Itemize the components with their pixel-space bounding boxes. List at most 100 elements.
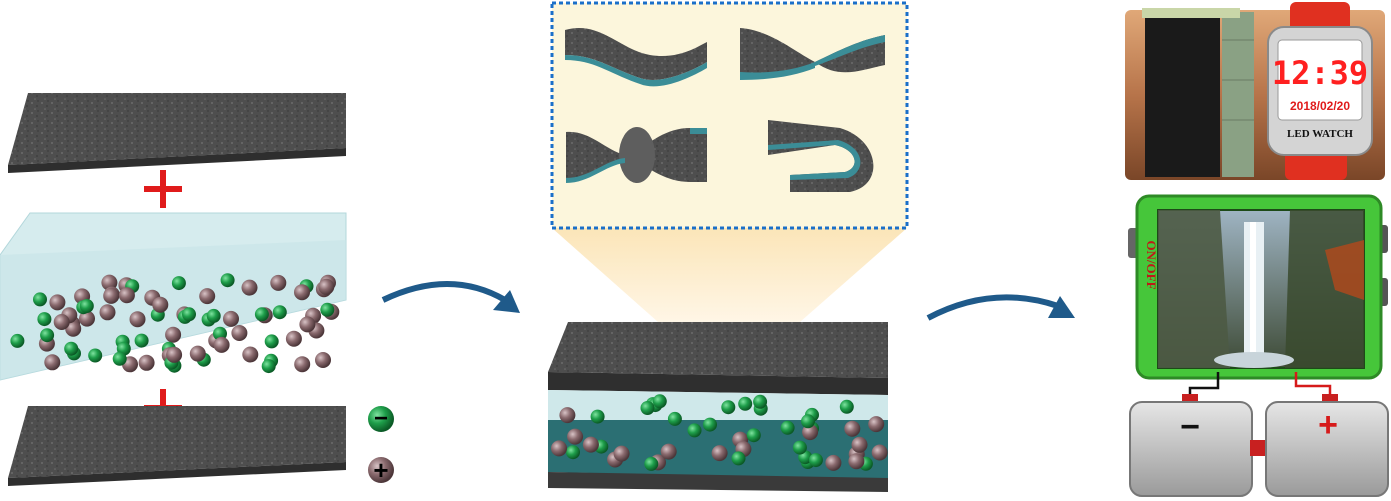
process-arrow-2 <box>926 294 1075 321</box>
anion-sphere <box>10 333 25 348</box>
cation-sphere <box>49 294 66 311</box>
folded-ribbon <box>768 120 874 192</box>
cation-sphere <box>844 420 861 437</box>
anion-sphere <box>206 308 221 323</box>
anion-sphere <box>652 394 667 409</box>
electrolyte-block <box>0 212 347 381</box>
battery-positive-symbol: + <box>1318 406 1338 444</box>
cation-sphere <box>299 316 316 333</box>
anion-sphere <box>264 334 279 349</box>
anion-sphere <box>37 312 52 327</box>
power-label: ON/OFF <box>1144 240 1159 289</box>
top-electrode <box>8 93 346 173</box>
center-bottom-electrode <box>548 472 888 492</box>
anion-sphere <box>731 451 746 466</box>
watch-strap-plaid <box>1222 12 1254 177</box>
watch-time: 12:39 <box>1272 54 1368 92</box>
cation-sphere <box>213 336 230 353</box>
anion-sphere <box>640 401 655 415</box>
battery-positive: + <box>1265 401 1389 497</box>
anion-sphere <box>721 400 736 415</box>
cation-sphere <box>315 352 331 368</box>
cation-symbol: + <box>373 455 388 485</box>
anion-legend: − <box>368 405 394 432</box>
ion-cluster-left <box>10 273 340 374</box>
anion-sphere <box>64 341 79 356</box>
anion-sphere <box>746 428 761 443</box>
cation-legend: + <box>368 455 394 485</box>
battery-wires <box>1182 372 1338 404</box>
anion-sphere <box>40 328 55 343</box>
watch-strap-dark <box>1145 12 1220 177</box>
ion-cluster-center <box>551 394 888 471</box>
cation-sphere <box>118 287 135 304</box>
cation-sphere <box>166 346 183 363</box>
cation-sphere <box>660 443 677 460</box>
anion-sphere <box>644 456 659 471</box>
cation-sphere <box>199 288 216 305</box>
cation-sphere <box>851 436 868 453</box>
cation-sphere <box>138 354 155 371</box>
cation-sphere <box>848 453 865 470</box>
display-device: ON/OFF <box>1128 194 1388 380</box>
anion-sphere <box>33 292 47 307</box>
zoom-beam <box>552 228 907 322</box>
cation-sphere <box>825 454 842 471</box>
plus-sign-upper <box>144 170 182 208</box>
cation-sphere <box>189 345 206 362</box>
cation-sphere <box>711 445 728 462</box>
cation-sphere <box>152 296 169 313</box>
cation-sphere <box>270 274 287 291</box>
cation-sphere <box>613 445 630 462</box>
anion-sphere <box>220 273 235 288</box>
battery-negative: − <box>1129 401 1253 497</box>
anion-sphere <box>780 420 795 435</box>
anion-sphere <box>667 411 682 426</box>
anion-sphere <box>171 276 186 291</box>
anion-symbol: − <box>374 405 388 432</box>
anion-legend-sphere <box>368 406 394 432</box>
bent-ribbon-1 <box>565 27 707 87</box>
anion-sphere <box>182 307 196 322</box>
cation-sphere <box>129 311 146 328</box>
cation-sphere <box>101 274 118 291</box>
cation-sphere <box>165 326 182 343</box>
cation-sphere <box>567 428 584 445</box>
cation-sphere <box>871 444 888 461</box>
bottom-electrode <box>8 406 346 486</box>
watch-date: 2018/02/20 <box>1290 99 1350 113</box>
anion-sphere <box>801 414 815 429</box>
led-watch: 12:39 2018/02/20 LED WATCH <box>1125 2 1385 180</box>
cation-sphere <box>44 354 61 371</box>
cation-sphere <box>294 284 310 301</box>
anion-sphere <box>808 453 823 468</box>
cation-sphere <box>802 424 819 441</box>
anion-sphere <box>738 396 753 411</box>
anion-sphere <box>703 417 717 432</box>
cation-sphere <box>103 287 120 304</box>
anion-sphere <box>261 359 276 374</box>
battery-negative-symbol: − <box>1180 408 1200 446</box>
process-arrow-1 <box>381 281 520 313</box>
anion-sphere <box>566 445 580 460</box>
cation-sphere <box>318 278 335 295</box>
cation-sphere <box>223 310 239 327</box>
cation-sphere <box>582 436 599 453</box>
anion-sphere <box>687 423 702 438</box>
cation-sphere <box>551 440 567 457</box>
anion-sphere <box>88 348 103 363</box>
anion-sphere <box>839 399 854 414</box>
anion-sphere <box>792 440 807 455</box>
cation-sphere <box>241 279 258 296</box>
anion-sphere <box>134 333 149 348</box>
cation-sphere <box>559 407 576 424</box>
watch-brand: LED WATCH <box>1287 128 1353 140</box>
twisted-ribbon-2 <box>566 127 707 183</box>
anion-sphere <box>272 305 287 320</box>
anion-sphere <box>254 307 269 322</box>
cation-sphere <box>294 356 311 373</box>
cation-sphere <box>868 416 885 433</box>
cation-sphere <box>285 330 302 347</box>
cation-sphere <box>242 346 259 363</box>
